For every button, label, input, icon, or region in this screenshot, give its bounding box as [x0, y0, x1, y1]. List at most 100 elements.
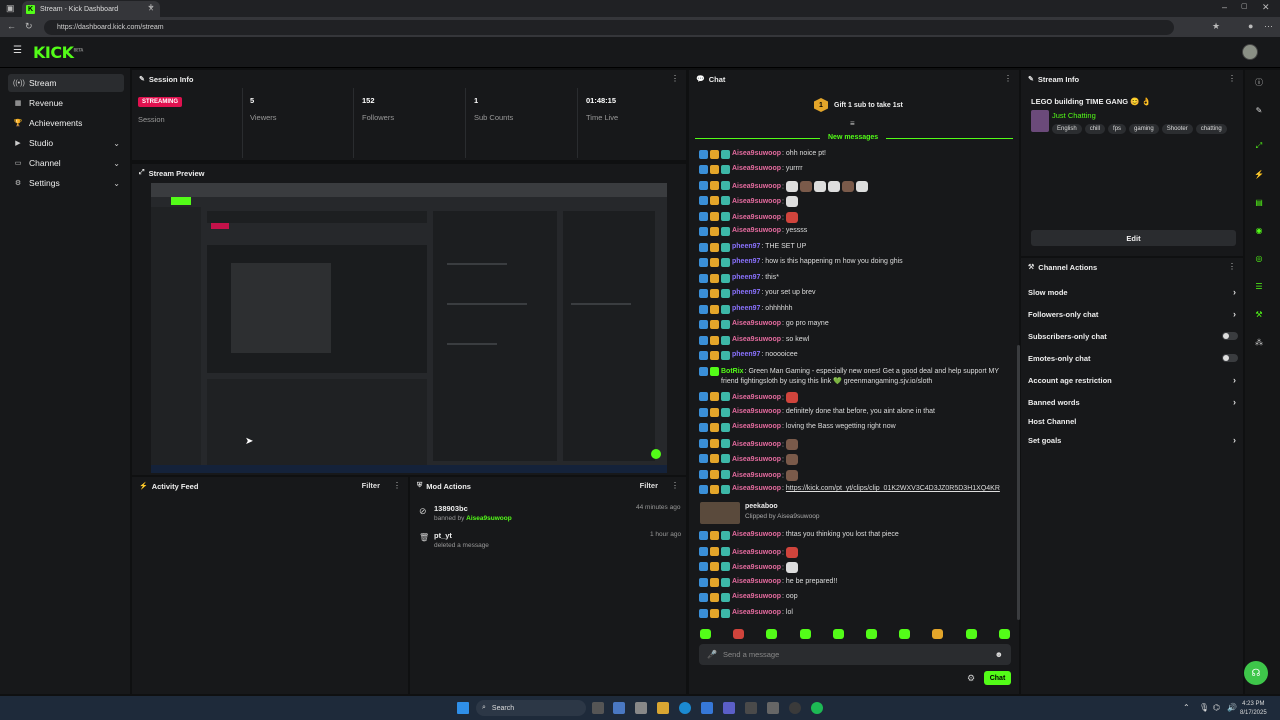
- edit-icon[interactable]: ✎: [1255, 105, 1263, 115]
- clip-link[interactable]: https://kick.com/pt_yt/clips/clip_01K2WX…: [785, 485, 1000, 492]
- chat-message[interactable]: Aisea9suwoop:: [699, 547, 1009, 558]
- chat-username[interactable]: pheen97: [732, 243, 761, 250]
- action-emotes-only[interactable]: Emotes-only chat: [1028, 351, 1240, 365]
- clip-thumbnail[interactable]: [700, 502, 740, 524]
- tag[interactable]: chatting: [1195, 124, 1227, 134]
- chat-message[interactable]: Aisea9suwoop: ohh noice pt!: [699, 150, 1009, 159]
- more-options-icon[interactable]: ⋮: [1228, 262, 1236, 271]
- menu-icon[interactable]: ☰: [13, 45, 22, 56]
- chat-message[interactable]: Aisea9suwoop:: [699, 470, 1009, 481]
- quick-emote-button[interactable]: [866, 629, 877, 639]
- app-icon[interactable]: [767, 702, 779, 714]
- chat-message[interactable]: Aisea9suwoop: oop: [699, 593, 1009, 602]
- chat-message[interactable]: Aisea9suwoop:: [699, 392, 1009, 403]
- tray-chevron-up-icon[interactable]: ⌃: [1183, 703, 1190, 712]
- chat-username[interactable]: Aisea9suwoop: [732, 423, 782, 430]
- chat-username[interactable]: Aisea9suwoop: [732, 320, 782, 327]
- chat-message[interactable]: pheen97: how is this happening rn how yo…: [699, 258, 1009, 267]
- chat-username[interactable]: Aisea9suwoop: [732, 198, 782, 206]
- more-options-icon[interactable]: ⋮: [1228, 74, 1236, 83]
- network-icon[interactable]: ⌬: [1213, 703, 1220, 712]
- chat-username[interactable]: Aisea9suwoop: [732, 564, 782, 572]
- address-bar[interactable]: https://dashboard.kick.com/stream: [44, 20, 1174, 35]
- chat-message[interactable]: Aisea9suwoop: yessss: [699, 227, 1009, 236]
- action-slow-mode[interactable]: Slow mode›: [1028, 287, 1236, 297]
- chat-username[interactable]: Aisea9suwoop: [732, 578, 782, 585]
- stream-preview-video[interactable]: [151, 183, 667, 473]
- chat-username[interactable]: Aisea9suwoop: [732, 183, 782, 191]
- chat-message[interactable]: pheen97: ohhhhhh: [699, 305, 1009, 314]
- chat-message[interactable]: Aisea9suwoop: definitely done that befor…: [699, 408, 1009, 417]
- quick-emote-button[interactable]: [733, 629, 745, 639]
- minimize-icon[interactable]: –: [1222, 2, 1228, 12]
- chat-message[interactable]: Aisea9suwoop: thtas you thinking you los…: [699, 531, 1009, 540]
- layers-icon[interactable]: ☰: [1255, 281, 1263, 291]
- chat-input[interactable]: 🎤 Send a message ☻: [699, 644, 1011, 665]
- tag[interactable]: chill: [1084, 124, 1106, 134]
- emoji-picker-icon[interactable]: ☻: [994, 650, 1003, 659]
- more-icon[interactable]: ⋯: [1264, 21, 1273, 31]
- file-explorer-icon[interactable]: [657, 702, 669, 714]
- gift-sub-banner[interactable]: 1 Gift 1 sub to take 1st: [814, 98, 903, 112]
- lightning-icon[interactable]: ⚡: [1254, 169, 1264, 179]
- user-avatar[interactable]: [1242, 44, 1258, 60]
- windows-start-icon[interactable]: [457, 702, 469, 714]
- chat-message[interactable]: pheen97: this*: [699, 274, 1009, 283]
- sidebar-item-settings[interactable]: ⚙Settings⌄: [14, 178, 120, 188]
- chat-username[interactable]: pheen97: [732, 289, 761, 296]
- chat-message[interactable]: Aisea9suwoop: lol: [699, 609, 1009, 618]
- chat-message[interactable]: Aisea9suwoop:: [699, 181, 1009, 192]
- sidebar-item-revenue[interactable]: ▦Revenue: [14, 98, 64, 108]
- document-icon[interactable]: ▤: [1255, 197, 1263, 207]
- quick-emote-button[interactable]: [700, 629, 711, 639]
- mod-action-item[interactable]: pt_yt deleted a message: [434, 531, 489, 549]
- quick-emote-button[interactable]: [998, 629, 1010, 639]
- store-icon[interactable]: [701, 702, 713, 714]
- chat-username[interactable]: Aisea9suwoop: [732, 227, 782, 234]
- chat-username[interactable]: Aisea9suwoop: [732, 609, 782, 616]
- chat-username[interactable]: BotRix: [721, 368, 744, 375]
- action-followers-only[interactable]: Followers-only chat›: [1028, 309, 1236, 319]
- task-view-icon[interactable]: [592, 702, 604, 714]
- chat-username[interactable]: pheen97: [732, 351, 761, 358]
- quick-emote-button[interactable]: [832, 629, 844, 639]
- teams-icon[interactable]: [723, 702, 735, 714]
- microphone-tray-icon[interactable]: 🎙: [1199, 703, 1210, 712]
- chat-message[interactable]: Aisea9suwoop:: [699, 196, 1009, 207]
- activity-filter-button[interactable]: Filter: [361, 481, 380, 490]
- chat-username[interactable]: Aisea9suwoop: [732, 593, 782, 600]
- chrome-icon[interactable]: [789, 702, 801, 714]
- chat-username[interactable]: pheen97: [732, 305, 761, 312]
- more-options-icon[interactable]: ⋮: [671, 481, 679, 490]
- mod-filter-button[interactable]: Filter: [639, 481, 658, 490]
- action-account-age[interactable]: Account age restriction›: [1028, 375, 1236, 385]
- chat-username[interactable]: pheen97: [732, 258, 761, 265]
- widgets-icon[interactable]: [613, 702, 625, 714]
- settings-app-icon[interactable]: [635, 702, 647, 714]
- back-icon[interactable]: ←: [7, 21, 16, 31]
- maximize-icon[interactable]: ▢: [1241, 3, 1248, 10]
- quick-emote-button[interactable]: [965, 629, 977, 639]
- emotes-only-toggle[interactable]: [1222, 354, 1238, 362]
- quick-emote-button[interactable]: [899, 629, 911, 639]
- close-window-icon[interactable]: ✕: [1262, 2, 1270, 12]
- send-chat-button[interactable]: Chat: [984, 671, 1011, 685]
- tab-actions-icon[interactable]: ▣: [6, 3, 15, 13]
- quick-emote-button[interactable]: [799, 629, 811, 639]
- action-host-channel[interactable]: Host Channel: [1028, 416, 1077, 426]
- action-banned-words[interactable]: Banned words›: [1028, 397, 1236, 407]
- chat-username[interactable]: Aisea9suwoop: [732, 394, 782, 402]
- sidebar-item-studio[interactable]: ▶Studio⌄: [8, 134, 124, 152]
- chat-username[interactable]: Aisea9suwoop: [732, 441, 782, 449]
- chat-message[interactable]: pheen97: THE SET UP: [699, 243, 1009, 252]
- chat-bubble-icon[interactable]: ◉: [1255, 225, 1263, 235]
- action-set-goals[interactable]: Set goals›: [1028, 435, 1236, 445]
- broadcast-icon[interactable]: ◎: [1255, 253, 1263, 263]
- taskbar-search[interactable]: ⌕Search: [476, 700, 586, 716]
- reload-icon[interactable]: ↻: [25, 21, 33, 31]
- clip-card[interactable]: peekaboo Clipped by Aisea9suwoop: [745, 503, 820, 520]
- chat-username[interactable]: Aisea9suwoop: [732, 485, 782, 492]
- quick-emote-button[interactable]: [766, 629, 778, 639]
- chat-username[interactable]: Aisea9suwoop: [732, 549, 782, 557]
- chat-message[interactable]: BotRix: Green Man Gaming - especially ne…: [699, 367, 1009, 387]
